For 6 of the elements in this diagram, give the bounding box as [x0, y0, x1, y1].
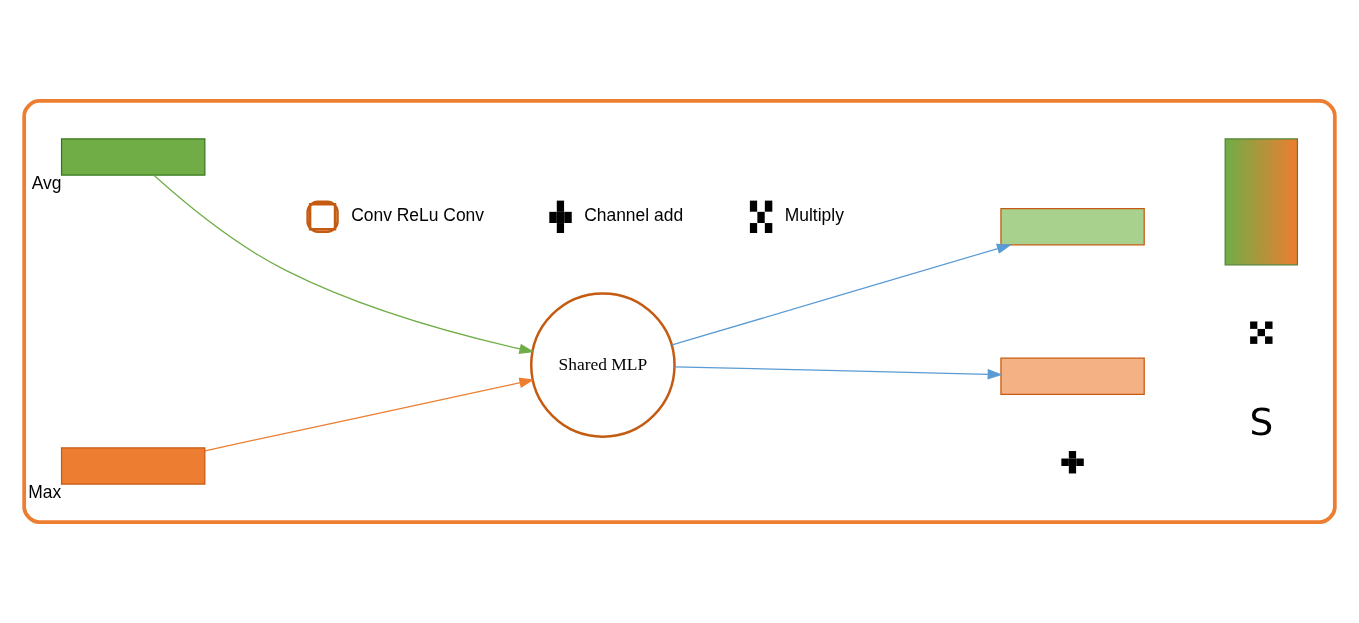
legend-label: Multiply — [784, 205, 844, 226]
legend-label: Conv ReLu Conv — [351, 205, 485, 226]
legend-label: Channel add — [584, 205, 684, 226]
node-label: Max — [28, 482, 62, 502]
node-label: Avg — [31, 173, 62, 194]
label: S — [1249, 400, 1274, 445]
